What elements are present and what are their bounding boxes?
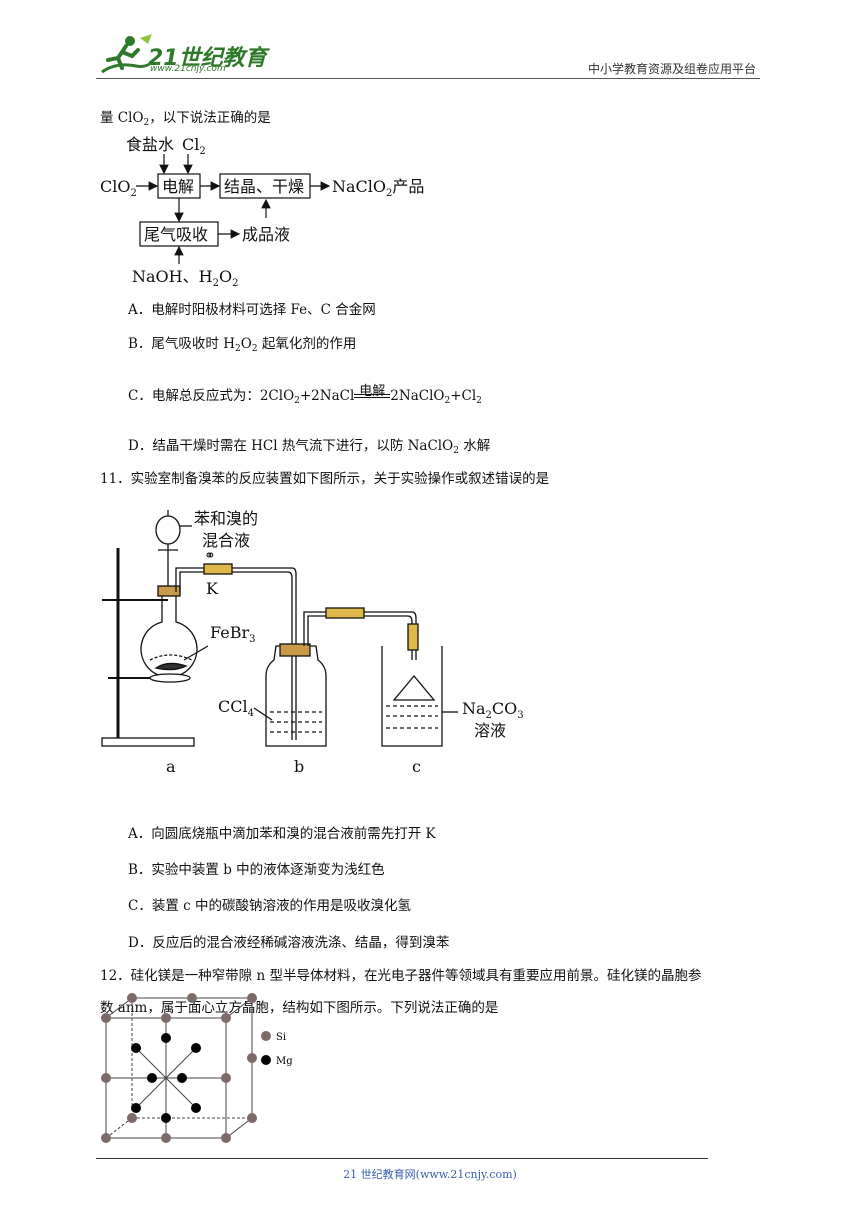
label-ccl4: CCl4 — [218, 697, 254, 719]
label-febr3: FeBr3 — [210, 623, 255, 645]
logo — [96, 32, 266, 78]
label-k: K — [206, 579, 219, 598]
footer-divider — [96, 1158, 708, 1159]
q11-option-d[interactable]: D．反应后的混合液经稀碱溶液洗涤、结晶，得到溴苯 — [128, 935, 450, 951]
q10-stem: 量 ClO2，以下说法正确的是 — [100, 110, 271, 128]
platform-title: 中小学教育资源及组卷应用平台 — [587, 62, 756, 76]
q10-option-a[interactable]: A．电解时阳极材料可选择 Fe、C 合金网 — [128, 302, 376, 318]
flow-clo2-in: ClO2 — [100, 177, 137, 199]
si-atoms — [101, 993, 257, 1143]
q12-stem-2: 数 anm，属于面心立方晶胞，结构如下图所示。下列说法正确的是 — [100, 1000, 499, 1016]
flow-salt-water: 食盐水 — [126, 135, 174, 154]
label-na2co3: Na2CO3 — [462, 699, 524, 721]
q11-option-b[interactable]: B．实验中装置 b 中的液体逐渐变为浅红色 — [128, 862, 385, 878]
q12-stem-1: 12．硅化镁是一种窄带隙 n 型半导体材料，在光电子器件等领域具有重要应用前景。… — [100, 968, 702, 984]
label-mixture-1: 苯和溴的 — [194, 509, 258, 528]
legend-mg-dot — [261, 1055, 271, 1065]
condition-electrolysis: 电解 — [359, 384, 386, 399]
q10-option-b[interactable]: B．尾气吸收时 H2O2 起氧化剂的作用 — [128, 336, 357, 354]
footer-text[interactable]: 21 世纪教育网(www.21cnjy.com) — [343, 1168, 517, 1181]
flow-box-electrolysis: 电解 — [162, 177, 194, 196]
q10-flowchart: 食盐水 Cl2 ClO2 电解 结晶、干燥 NaClO2产品 尾气吸收 成品液 … — [100, 135, 424, 289]
label-a: a — [166, 757, 176, 776]
legend-si: Si — [276, 1032, 286, 1043]
label-c: c — [412, 757, 421, 776]
flow-naoh: NaOH、H2O2 — [132, 267, 238, 289]
q10-option-d[interactable]: D．结晶干燥时需在 HCl 热气流下进行，以防 NaClO2 水解 — [128, 438, 491, 456]
legend-mg: Mg — [276, 1056, 293, 1067]
q11-option-a[interactable]: A．向圆底烧瓶中滴加苯和溴的混合液前需先打开 K — [128, 826, 436, 842]
q12-crystal-cell: Si Mg — [101, 993, 293, 1143]
header-divider — [96, 78, 760, 79]
flow-product: NaClO2产品 — [332, 177, 424, 199]
runner-icon — [101, 34, 154, 74]
label-b: b — [294, 757, 304, 776]
flow-box-tailgas: 尾气吸收 — [144, 225, 208, 244]
svg-text:⚭: ⚭ — [204, 548, 216, 564]
flow-liquid: 成品液 — [242, 225, 290, 244]
label-solution: 溶液 — [474, 721, 506, 740]
legend-si-dot — [261, 1031, 271, 1041]
label-mixture-2: 混合液 — [202, 531, 250, 550]
q11-option-c[interactable]: C．装置 c 中的碳酸钠溶液的作用是吸收溴化氢 — [128, 898, 411, 914]
flow-box-crystallize: 结晶、干燥 — [224, 177, 304, 196]
q11-stem: 11．实验室制备溴苯的反应装置如下图所示，关于实验操作或叙述错误的是 — [100, 471, 550, 487]
q11-apparatus: ⚭ 苯和溴的 混合液 K FeBr3 CCl4 Na2CO3 溶液 a b c — [101, 509, 524, 776]
logo-text: 21世纪教育 — [148, 46, 267, 71]
flow-cl2: Cl2 — [182, 135, 206, 157]
mg-atoms — [131, 1033, 201, 1123]
logo-url: www.21cnjy.com — [150, 64, 226, 74]
